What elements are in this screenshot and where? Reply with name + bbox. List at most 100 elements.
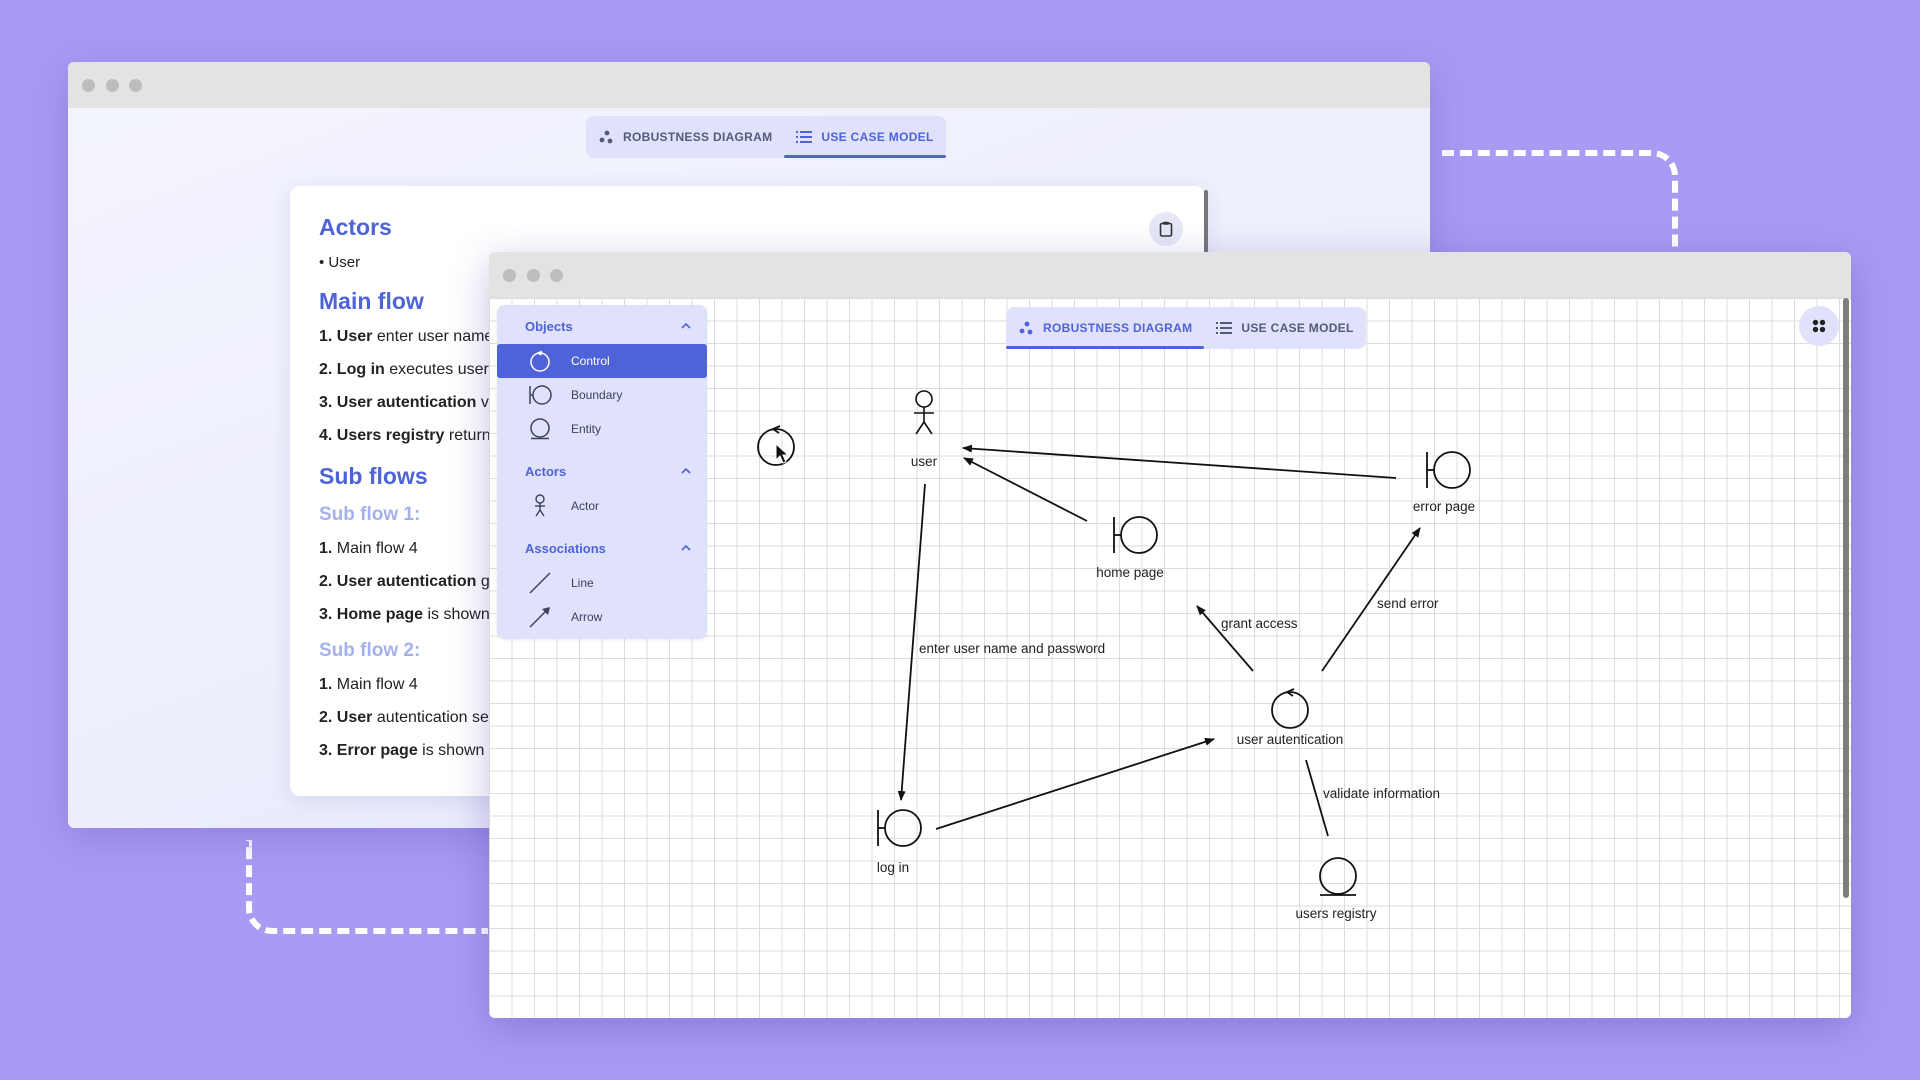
minimize-dot[interactable] [527,269,540,282]
sub-flow-step: 2. User autentication gr [319,573,496,590]
dashed-connector-bottom [246,840,488,934]
view-tabbar: ROBUSTNESS DIAGRAM USE CASE MODEL [586,116,946,158]
robustness-icon [599,130,613,144]
chevron-up-icon [681,323,691,329]
palette-section-associations[interactable]: Associations [497,534,707,562]
palette-item-actor[interactable]: Actor [497,489,707,523]
dashed-connector-top [1442,150,1678,248]
window-titlebar [68,62,1430,108]
main-flow-step: 4. Users registry returns [319,427,499,444]
copy-button[interactable] [1149,212,1183,246]
node-label: user autentication [1237,732,1344,747]
tab-label: ROBUSTNESS DIAGRAM [1043,321,1193,335]
palette-item-control[interactable]: Control [497,344,707,378]
robustness-icon [1019,321,1033,335]
list-icon [1216,322,1233,334]
dragged-control-shape[interactable] [757,425,795,466]
node-error-page[interactable] [1426,451,1471,489]
diagram-canvas[interactable] [489,298,1851,1018]
palette-item-arrow[interactable]: Arrow [497,600,707,634]
palette-item-boundary[interactable]: Boundary [497,378,707,412]
line-icon [529,572,551,594]
chevron-up-icon [681,545,691,551]
node-label: home page [1096,565,1164,580]
edge-label: grant access [1221,616,1298,631]
actor-list-item: • User [319,254,361,271]
item-label: Entity [571,422,602,436]
section-title: Actors [525,463,567,479]
actors-heading: Actors [319,214,392,240]
tab-label: USE CASE MODEL [821,130,934,144]
tab-label: ROBUSTNESS DIAGRAM [623,130,773,144]
sub-flow-1-heading: Sub flow 1: [319,504,421,525]
sub-flow-2-heading: Sub flow 2: [319,640,421,661]
edge-label: enter user name and password [919,641,1105,656]
palette-item-line[interactable]: Line [497,566,707,600]
sub-flow-step: 3. Home page is shown [319,606,490,623]
edge-error-page-to-user[interactable] [962,444,1397,479]
palette-section-objects[interactable]: Objects [497,312,707,340]
item-label: Control [571,354,610,368]
tab-robustness-diagram[interactable]: ROBUSTNESS DIAGRAM [1006,307,1205,349]
main-flow-step: 2. Log in executes user [319,361,489,378]
edge-autentication-to-error-page[interactable] [1321,527,1421,672]
canvas-scrollbar[interactable] [1843,298,1849,898]
edge-autentication-to-home-page[interactable] [1196,605,1254,672]
close-dot[interactable] [503,269,516,282]
view-mode-button[interactable] [1799,306,1839,346]
section-title: Associations [525,540,606,556]
document-scrollbar[interactable] [1204,190,1208,260]
list-icon [796,131,813,143]
node-users-registry[interactable] [1319,857,1357,896]
node-label: log in [877,860,909,875]
main-flow-heading: Main flow [319,288,424,314]
maximize-dot[interactable] [129,79,142,92]
entity-icon [530,418,550,440]
edge-autentication-to-users-registry[interactable] [1305,759,1329,837]
tab-use-case-model[interactable]: USE CASE MODEL [784,116,946,158]
item-label: Actor [571,499,600,513]
close-dot[interactable] [82,79,95,92]
robustness-diagram[interactable]: enter user name and password grant acces… [489,298,1851,1018]
main-flow-step: 3. User autentication va [319,394,498,411]
dots-grid-icon [1812,319,1826,333]
palette-item-entity[interactable]: Entity [497,412,707,446]
section-title: Objects [525,318,573,334]
edge-log-in-to-autentication[interactable] [935,737,1215,830]
item-label: Line [571,576,594,590]
node-user-autentication[interactable] [1271,688,1309,729]
mouse-cursor-icon [775,442,790,464]
tab-use-case-model[interactable]: USE CASE MODEL [1204,307,1365,349]
sub-flow-step: 2. User autentication se [319,709,489,726]
minimize-dot[interactable] [106,79,119,92]
edge-home-page-to-user[interactable] [963,457,1088,522]
window-titlebar [489,252,1851,298]
node-log-in[interactable] [877,809,922,847]
sub-flow-step: 3. Error page is shown t [319,742,494,759]
boundary-icon [529,385,552,405]
node-home-page[interactable] [1113,516,1158,554]
actor-icon [535,494,545,517]
shape-palette: Objects Control Boundary Entity Actors A… [497,305,707,639]
node-label: user [911,454,938,469]
chevron-up-icon [681,468,691,474]
item-label: Boundary [571,388,623,402]
main-flow-step: 1. User enter user name [319,328,494,345]
control-icon [530,350,550,372]
item-label: Arrow [571,610,603,624]
edge-label: send error [1377,596,1439,611]
view-tabbar: ROBUSTNESS DIAGRAM USE CASE MODEL [1006,307,1366,349]
arrow-icon [529,607,550,628]
clipboard-icon [1159,221,1173,237]
maximize-dot[interactable] [550,269,563,282]
sub-flows-heading: Sub flows [319,463,428,489]
palette-section-actors[interactable]: Actors [497,457,707,485]
tab-robustness-diagram[interactable]: ROBUSTNESS DIAGRAM [586,116,784,158]
edge-user-to-log-in[interactable] [897,483,926,801]
node-label: error page [1413,499,1475,514]
node-label: users registry [1295,906,1376,921]
edge-label: validate information [1323,786,1440,801]
tab-label: USE CASE MODEL [1241,321,1354,335]
robustness-window: enter user name and password grant acces… [489,252,1851,1018]
node-user[interactable] [914,390,934,435]
